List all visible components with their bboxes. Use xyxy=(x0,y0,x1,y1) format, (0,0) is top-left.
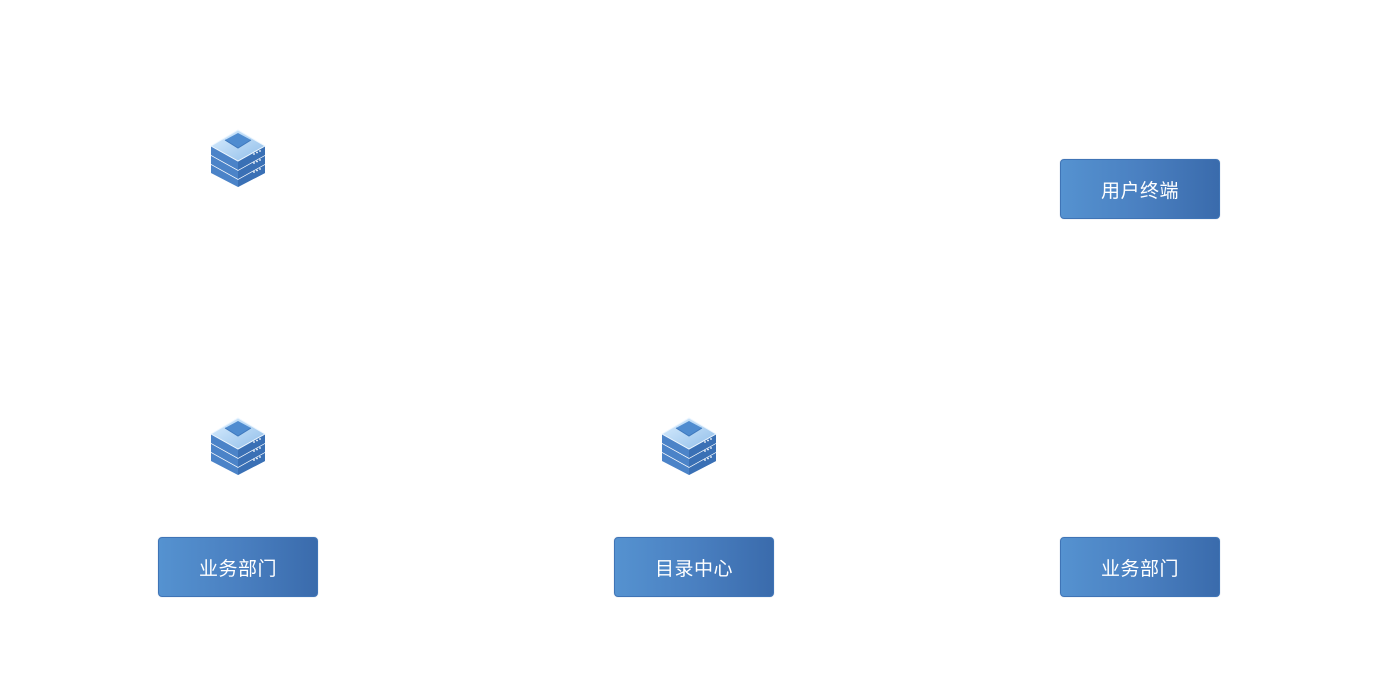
node-business-dept-right[interactable]: 业务部门 xyxy=(1060,537,1220,597)
server-stack-icon[interactable] xyxy=(209,124,267,188)
server-stack-icon[interactable] xyxy=(209,412,267,476)
node-directory-center[interactable]: 目录中心 xyxy=(614,537,774,597)
node-label: 业务部门 xyxy=(1100,557,1179,580)
server-stack-icon[interactable] xyxy=(660,412,718,476)
node-label: 用户终端 xyxy=(1100,179,1179,202)
server-icon-graphic xyxy=(209,417,267,475)
node-label: 目录中心 xyxy=(654,557,733,580)
server-icon-graphic xyxy=(209,129,267,187)
node-business-dept-left[interactable]: 业务部门 xyxy=(158,537,318,597)
server-icon-graphic xyxy=(660,417,718,475)
node-user-terminal[interactable]: 用户终端 xyxy=(1060,159,1220,219)
node-label: 业务部门 xyxy=(198,557,277,580)
